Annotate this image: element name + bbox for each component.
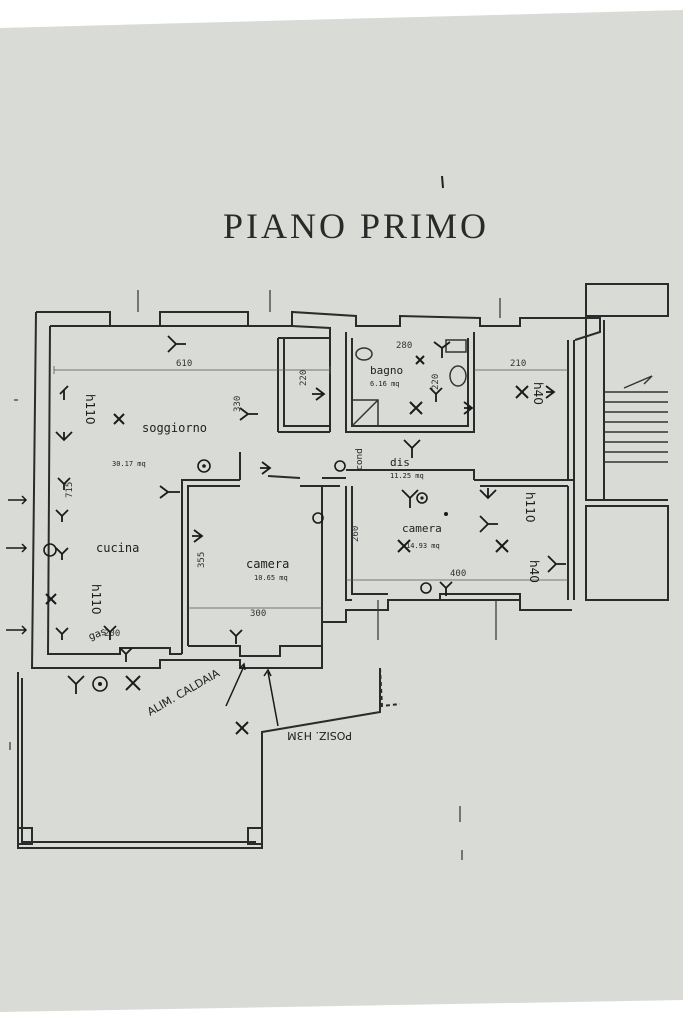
tick-marks: [9, 290, 501, 860]
room-camera-small-area: 10.65 mq: [254, 574, 288, 582]
dim-camera-right-depth: 260: [351, 526, 361, 542]
shower-diagonal-icon: [351, 399, 379, 427]
dim-cucina-opening: 200: [104, 629, 120, 639]
note-posiz-h3m: POSIZ. H3M: [287, 729, 352, 742]
room-dis-area: 11.25 mq: [390, 472, 424, 480]
dim-cucina-depth: 715: [65, 482, 75, 498]
walls: [17, 283, 669, 849]
room-bagno-label: bagno: [370, 364, 403, 377]
room-camera-right-area: 14.93 mq: [406, 542, 440, 550]
dim-camera-small-depth: 355: [197, 552, 207, 568]
paper-sheet: [0, 10, 683, 1012]
room-camera-right-label: camera: [402, 522, 442, 535]
dim-closet-depth: 220: [299, 370, 309, 386]
sink-fixture-icon: [355, 347, 373, 361]
dim-soggiorno-depth: 330: [233, 396, 243, 412]
note-comp: comp: [0, 472, 1, 502]
note-h110-right: h110: [523, 492, 537, 523]
dim-camera-small-width: 300: [250, 609, 266, 619]
note-h40-right: h40: [527, 560, 541, 583]
room-bagno-area: 6.16 mq: [370, 380, 400, 388]
socket-circle-symbols: [43, 459, 432, 692]
dim-bagno-width: 280: [396, 341, 412, 351]
dim-camera-right-width: 400: [450, 569, 466, 579]
room-soggiorno-label: soggiorno: [142, 421, 207, 435]
note-h110-left: h110: [83, 394, 97, 425]
note-cond: cond: [355, 448, 365, 470]
shower-fixture-icon: [351, 399, 379, 427]
stair-steps-icon: [604, 375, 668, 463]
plan-title: PIANO PRIMO: [223, 206, 489, 246]
dim-right-room-width: 210: [510, 359, 526, 369]
room-camera-small-label: camera: [246, 557, 289, 571]
dim-soggiorno-width: 610: [176, 359, 192, 369]
note-h110-cucina: h110: [89, 584, 103, 615]
note-h40-top: h40: [531, 382, 545, 405]
socket-symbols: [55, 335, 566, 694]
dim-bagno-depth: 220: [431, 374, 441, 390]
room-dis-label: dis: [390, 456, 410, 469]
light-x-symbols: [45, 355, 529, 735]
annotation-arrows: [6, 495, 279, 727]
room-soggiorno-area: 30.17 mq: [112, 460, 146, 468]
room-cucina-label: cucina: [96, 541, 139, 555]
toilet-fixture-icon: [449, 365, 467, 387]
